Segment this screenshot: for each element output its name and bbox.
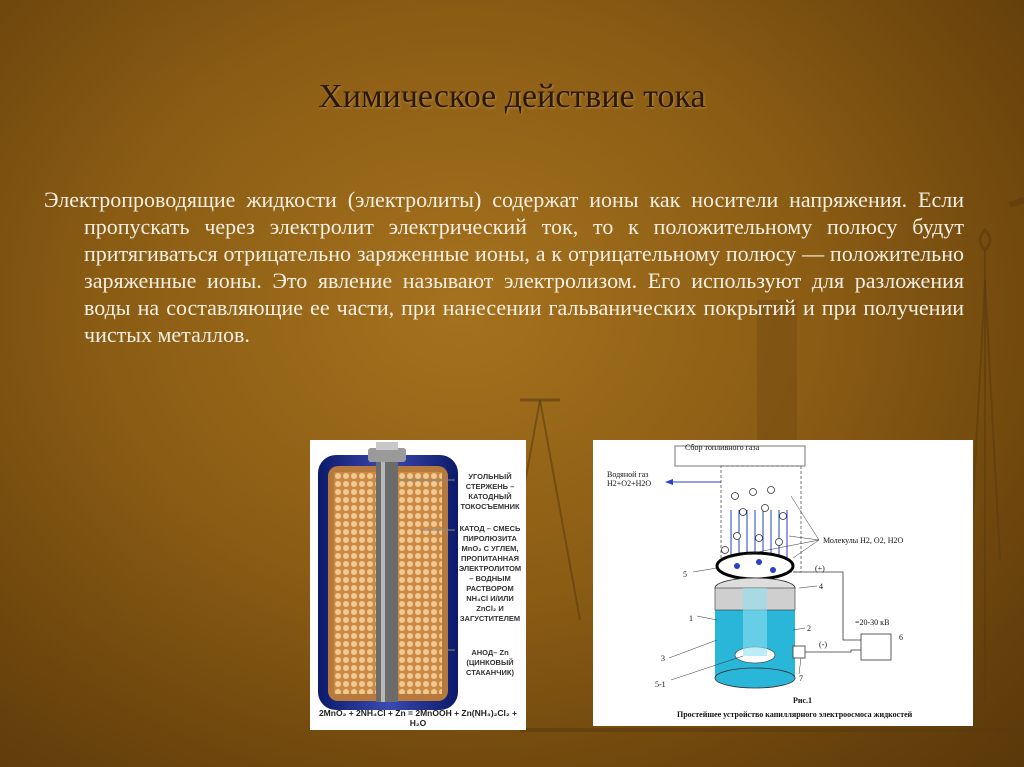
marker-5-1: 5-1 [655,680,666,689]
voltage-label: =20-30 кВ [855,618,890,627]
marker-7: 7 [799,674,803,683]
slide-title: Химическое действие тока [318,78,706,115]
battery-illustration: УГОЛЬНЫЙ СТЕРЖЕНЬ – КАТОДНЫЙ ТОКОСЪЕМНИК… [310,440,526,730]
marker-4: 4 [819,582,823,591]
figure-number: Рис.1 [793,696,813,705]
plus-pole-label: (+) [815,564,825,573]
marker-1: 1 [689,614,693,623]
slide-paragraph: Электропроводящие жидкости (электролиты)… [44,187,964,347]
molecules-label: Молекулы H2, O2, H2O [823,536,904,545]
marker-2: 2 [807,624,811,633]
battery-cross-section [318,442,458,710]
figure-caption: Простейшее устройство капиллярного элект… [677,710,913,719]
minus-pole-label: (-) [819,640,827,649]
electroosmosis-diagram: Сбор топливного газа Водяной газ H2+O2+H… [593,440,973,726]
battery-anode-label: АНОД– Zn (ЦИНКОВЫЙ СТАКАНЧИК) [466,648,514,677]
marker-6: 6 [899,633,903,642]
battery-rod-label: УГОЛЬНЫЙ СТЕРЖЕНЬ – КАТОДНЫЙ ТОКОСЪЕМНИК [460,472,520,511]
device-schematic [665,445,892,689]
marker-5: 5 [683,570,687,579]
battery-formula: 2MnO₂ + 2NH₄Cl + Zn = 2MnOOH + Zn(NH₃)₂C… [318,708,518,728]
marker-3: 3 [661,654,665,663]
gas-collect-label: Сбор топливного газа [685,443,760,452]
battery-cathode-label: КАТОД – СМЕСЬ ПИРОЛЮЗИТА MnO₂ С УГЛЕМ, П… [458,524,522,623]
water-gas-label: Водяной газ H2+O2+H2O [607,470,652,488]
